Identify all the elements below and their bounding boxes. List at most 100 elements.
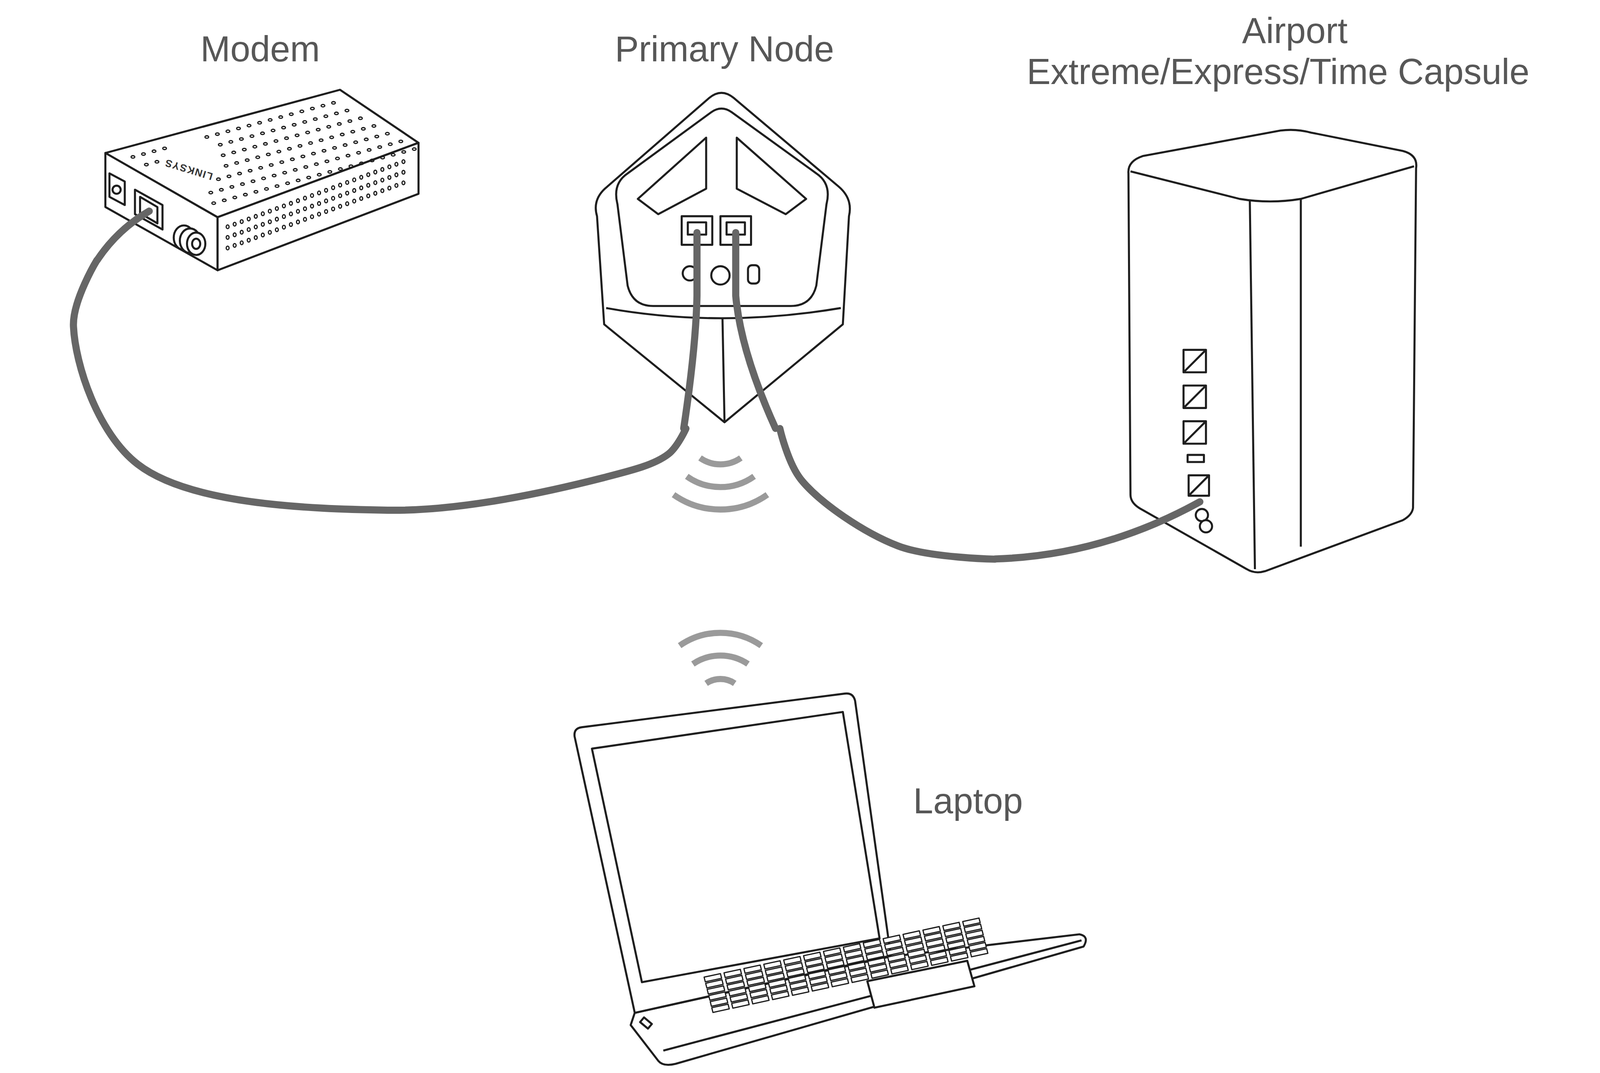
vent-hole [327,170,332,173]
vent-hole [322,149,326,152]
vent-hole [306,176,311,179]
key [910,961,929,970]
device-label: Laptop [913,780,1023,823]
vent-hole [372,124,376,128]
vent-hole [323,115,328,118]
vent-hole [252,145,257,148]
vent-hole [385,132,390,136]
airport-ports [1188,475,1209,496]
vent-hole [226,130,230,133]
vent-hole [325,160,329,163]
vent-hole [264,187,269,190]
vent-hole [346,154,350,157]
vent-hole [374,191,377,196]
cable [97,211,150,261]
coax-connector [191,238,200,249]
vent-hole [308,141,313,145]
vent-hole [289,201,293,206]
vent-hole [242,148,247,151]
ethernet-cable [779,428,995,560]
node-housing [595,92,850,423]
wifi-symbol [673,458,768,684]
vent-hole [391,153,396,157]
vent-hole [401,150,406,153]
airport-ports [1199,520,1213,533]
vent-hole [247,124,251,127]
vent-hole [343,143,347,147]
device-node: Modem [96,22,430,274]
airport-ports [1183,421,1206,444]
vent-hole [233,233,237,237]
vent-hole [395,172,398,177]
vent-hole [237,172,242,175]
vent-hole [271,129,275,132]
vent-hole [239,137,243,141]
vent-hole [256,156,260,159]
vent-hole [260,132,265,135]
laptop-screen [574,693,891,1013]
node-ledge [606,307,841,319]
vent-hole [319,139,324,142]
vent-hole [305,131,310,134]
vent-hole [367,148,371,151]
vent-hole [331,186,335,190]
vent-hole [370,159,374,162]
vent-hole [359,162,364,165]
vent-hole [295,134,299,137]
key [950,952,968,962]
vent-hole [361,127,366,130]
vent-hole [296,209,300,214]
device-label: Modem [96,28,424,71]
vent-hole [251,180,255,183]
modem-left-face [105,152,218,271]
vent-hole [331,101,336,104]
key [851,974,869,983]
vent-hole [222,199,226,202]
vent-holes [131,101,417,250]
key [870,969,889,979]
airport-ports [1188,475,1209,496]
vent-hole [299,110,304,113]
vent-hole [263,142,268,145]
key [890,965,909,975]
key [791,987,809,996]
vent-hole [364,138,369,141]
wifi-symbol [700,458,741,465]
coax-connector [186,232,206,255]
vent-hole [261,233,265,237]
vent-hole [282,171,287,175]
vent-hole [261,211,265,216]
vent-hole [257,121,262,124]
key [751,995,770,1005]
vent-hole [269,163,273,167]
node-recess [616,108,828,307]
vent-hole [266,153,271,156]
airport-edge [1249,200,1256,569]
vent-hole [290,158,294,161]
vent-hole [274,139,278,143]
vent-hole [296,220,300,224]
vent-hole [287,147,292,150]
vent-hole [280,160,284,164]
vent-hole [388,142,392,146]
vent-hole [303,196,307,200]
vent-hole [268,118,273,122]
power-jack [112,185,121,194]
vent-hole [401,159,405,164]
vent-hole [401,170,405,175]
power-jack [711,266,730,285]
device-node: Laptop [571,688,1093,1069]
vent-hole [152,150,156,153]
vent-hole [261,222,265,227]
cable [735,232,776,429]
vent-hole [316,128,320,131]
laptop-drawing [574,693,1086,1065]
key [811,983,829,992]
vent-hole [359,196,363,201]
coax-connector [173,225,206,255]
vent-hole [275,227,279,232]
vent-hole [359,186,363,190]
vent-hole [282,225,286,230]
vent-hole [387,175,391,180]
